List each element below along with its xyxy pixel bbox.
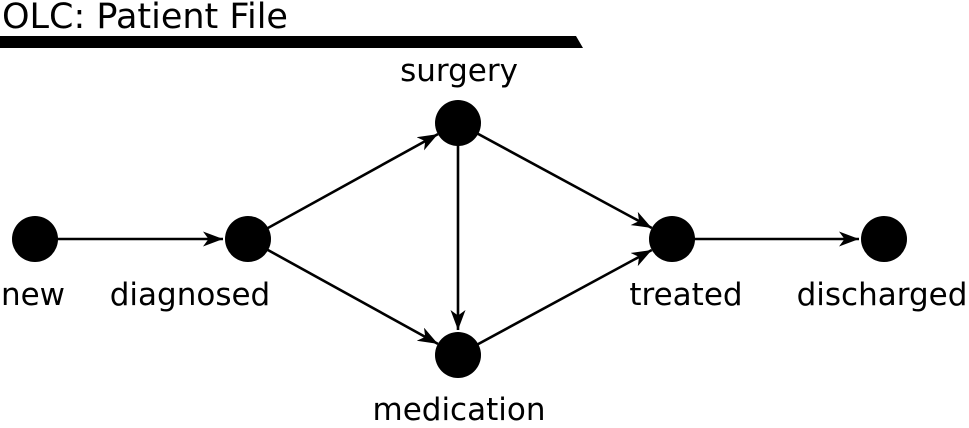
transition-surgery-treated — [457, 121, 653, 230]
state-label-new: new — [1, 277, 65, 313]
state-node-treated — [649, 216, 695, 262]
state-node-surgery — [435, 100, 481, 146]
transition-diagnosed-medication — [247, 237, 439, 346]
transition-diagnosed-surgery — [247, 132, 439, 241]
state-label-treated: treated — [629, 277, 742, 313]
state-node-discharged — [861, 216, 907, 262]
state-label-diagnosed: diagnosed — [110, 277, 270, 313]
state-node-medication — [435, 332, 481, 378]
state-node-new — [12, 216, 58, 262]
transition-medication-treated — [457, 248, 653, 357]
state-label-discharged: discharged — [797, 277, 968, 313]
state-label-medication: medication — [373, 392, 546, 428]
state-node-diagnosed — [225, 216, 271, 262]
state-label-surgery: surgery — [400, 53, 518, 89]
page-title: OLC: Patient File — [2, 0, 288, 37]
title-underline-bar — [0, 36, 583, 48]
